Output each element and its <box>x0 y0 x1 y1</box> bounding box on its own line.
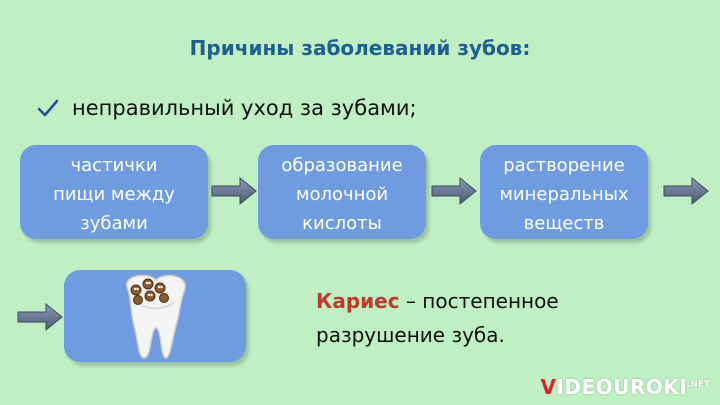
caries-definition: Кариес – постепенное разрушение зуба. <box>316 284 559 352</box>
box-line: веществ <box>523 213 605 234</box>
arrow-right-icon <box>431 176 477 206</box>
box-line: минеральных <box>499 184 629 205</box>
cause-box-lactic-acid: образование молочной кислоты <box>258 145 426 239</box>
arrow-right-icon <box>663 176 709 206</box>
box-line: образование <box>281 155 403 176</box>
videouroki-logo: VIDEOUROKI.NET <box>540 375 710 399</box>
box-line: частички <box>70 155 158 176</box>
box-line: зубами <box>80 213 148 234</box>
caries-definition-line2: разрушение зуба. <box>316 323 505 347</box>
cause-box-food-particles: частички пищи между зубами <box>20 145 208 239</box>
box-line: пищи между <box>53 184 175 205</box>
caries-term: Кариес <box>316 289 400 313</box>
page-title: Причины заболеваний зубов: <box>189 36 531 60</box>
check-icon <box>37 99 59 117</box>
box-line: растворение <box>503 155 625 176</box>
bullet-text: неправильный уход за зубами; <box>72 96 417 120</box>
box-line: кислоты <box>302 213 382 234</box>
arrow-right-icon <box>211 176 257 206</box>
cause-box-mineral-dissolution: растворение минеральных веществ <box>480 145 648 239</box>
caries-definition-line1: – постепенное <box>399 289 559 313</box>
box-line: молочной <box>295 184 389 205</box>
arrow-right-icon <box>17 302 63 332</box>
decayed-tooth-icon <box>125 274 187 359</box>
bullet-item: неправильный уход за зубами; <box>36 93 417 123</box>
